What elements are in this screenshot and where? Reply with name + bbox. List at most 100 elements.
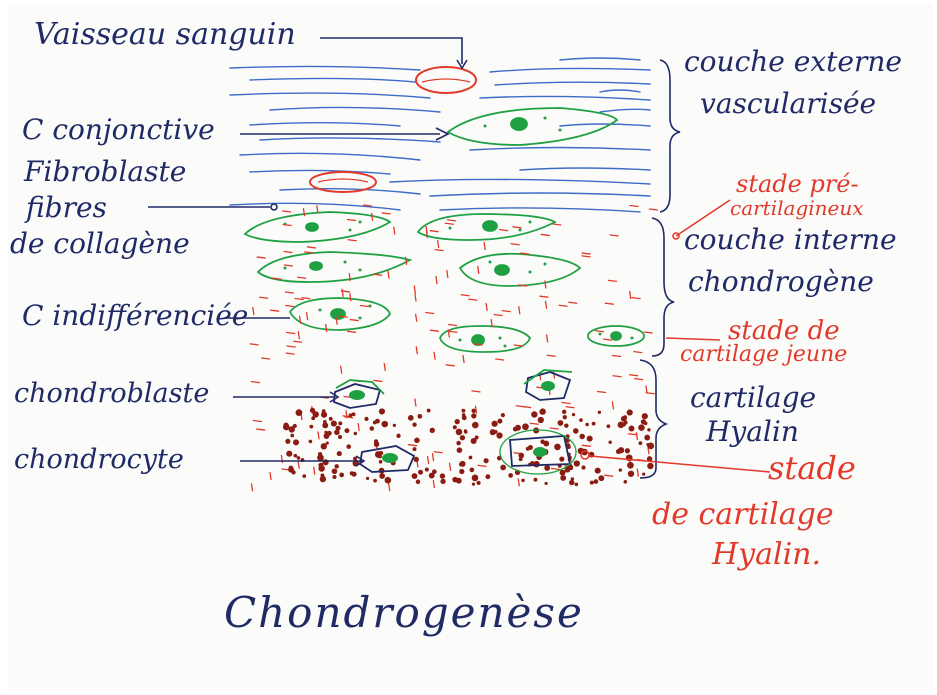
matrix-dash [539,295,549,298]
matrix-dot [469,467,475,473]
matrix-dash [258,296,269,299]
matrix-dash [477,265,480,275]
matrix-dot [295,409,303,417]
matrix-dash [349,293,352,302]
matrix-dash [250,483,254,492]
matrix-dot [454,418,460,425]
matrix-dot [293,453,298,458]
stage-hyaline-line2: de cartilage [652,497,834,532]
label-cartilage-line2: Hyalin [706,415,799,448]
matrix-dash [544,300,548,309]
matrix-dash [546,354,556,357]
matrix-dot [471,482,476,486]
label-cartilage-line1: cartilage [690,381,817,414]
matrix-dot [332,474,337,480]
matrix-dash [581,255,591,258]
matrix-dash [631,296,641,300]
matrix-dot [540,439,545,444]
matrix-dash [445,364,455,367]
matrix-dot [373,439,379,444]
matrix-dash [305,312,309,321]
matrix-dash [552,370,556,379]
matrix-dash [643,331,653,334]
matrix-dash [340,365,343,374]
matrix-dash [325,323,328,333]
matrix-dash [629,204,639,208]
matrix-dash [446,269,449,279]
label-inner-layer-line1: couche interne [684,223,897,256]
stage-precartilage-line2: cartilagineux [730,196,864,220]
matrix-dash [407,444,418,447]
matrix-dash [373,379,383,383]
matrix-dot [608,440,612,444]
matrix-dash [607,279,618,283]
matrix-dot [322,459,329,466]
matrix-dot [373,478,377,483]
matrix-dot [489,429,496,436]
label-fibroblast: Fibroblaste [24,155,187,188]
matrix-dot [579,433,585,440]
matrix-dash [436,240,440,249]
matrix-dash [568,301,578,304]
matrix-dash [249,343,259,346]
matrix-dash [634,377,644,381]
matrix-dot [439,473,446,479]
matrix-dot [627,461,634,469]
matrix-dot [392,423,396,428]
matrix-dot [500,464,507,471]
matrix-dot [497,418,503,424]
matrix-dash [433,451,443,454]
matrix-dot [331,468,338,475]
matrix-dot [626,409,633,416]
matrix-dot [381,420,389,428]
matrix-dash [473,343,483,346]
matrix-dot [518,452,525,459]
matrix-dash [426,455,430,465]
matrix-dash [448,330,458,333]
matrix-dot [431,469,437,475]
matrix-dash [517,478,520,487]
matrix-dash [362,204,373,207]
matrix-dot [302,474,307,478]
stage-pointers [580,199,771,473]
stage-young-cartilage-line2: cartilage jeune [680,342,848,367]
matrix-dot [483,458,489,464]
matrix-dash [404,256,408,266]
matrix-dash [446,219,457,222]
matrix-dash [460,294,470,297]
matrix-dash [393,226,396,235]
matrix-dash [629,290,632,300]
matrix-dot [533,477,538,482]
label-outer-layer-line2: vascularisée [700,87,877,120]
matrix-dot [396,433,401,438]
matrix-dot [456,478,461,484]
matrix-dash [434,248,444,252]
matrix-dot [589,480,594,485]
matrix-dash [414,398,417,407]
matrix-dash [269,471,272,481]
label-fibers: fibres [26,191,107,224]
stage-young-cartilage-line1: stade de [728,316,840,346]
matrix-dash [471,390,481,393]
matrix-dash [544,280,547,289]
matrix-dot [308,439,313,444]
matrix-dot [455,428,463,436]
matrix-dot [585,422,589,427]
matrix-dot [323,433,330,439]
matrix-dot [570,477,575,481]
matrix-dot [411,473,418,479]
matrix-dash [252,419,263,423]
matrix-dash [256,256,266,259]
matrix-dash [501,309,511,313]
matrix-dot [312,411,319,418]
matrix-dash [549,427,559,430]
matrix-dash [636,468,639,477]
matrix-dot [335,425,341,431]
matrix-dot [424,467,429,472]
matrix-dash [285,304,295,308]
matrix-dash [483,241,486,251]
matrix-dot [573,460,580,467]
matrix-dot [493,430,498,434]
matrix-dot [474,435,479,440]
